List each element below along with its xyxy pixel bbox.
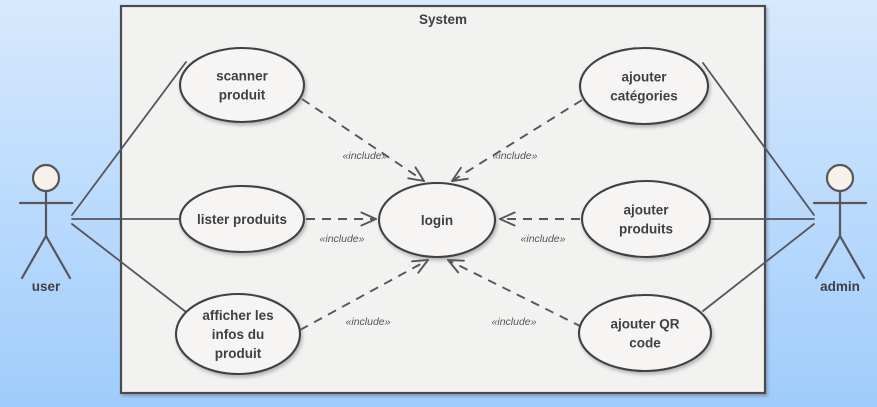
use-case-label: login [421,213,453,228]
actor-leg-left [814,234,842,280]
include-arrowhead [451,166,462,182]
include-arrowhead [451,177,469,182]
actor-head-icon [825,163,855,193]
association-line [702,223,815,312]
include-arrowhead [414,166,425,182]
include-arrowhead [417,259,429,274]
actor-leg-left [20,234,48,280]
include-arrowhead [407,177,425,182]
actor-label: admin [820,279,860,294]
association-line [71,61,187,216]
include-stereotype-label: «include» [492,316,537,328]
include-arrowhead [499,218,516,227]
use-case-label: infos du [212,327,265,342]
use-case-label: ajouter [623,203,669,218]
include-relation: «include» [447,259,583,328]
use-case-ellipse[interactable] [377,181,497,259]
actor-leg-right [838,234,866,280]
use-case-label: scanner [216,69,269,84]
use-case-ellipse[interactable] [178,184,306,254]
include-relation: «include» [299,259,429,331]
include-arrowhead [360,211,377,220]
association-line [702,62,815,216]
use-case-ajouter-qr-code[interactable]: ajouter QR code [577,293,713,373]
include-stereotype-label: «include» [346,316,391,328]
actor-label: user [32,279,61,294]
include-relation: «include» [301,98,425,182]
use-case-lister-produits[interactable]: lister produits [178,184,306,254]
actor-user[interactable]: user [18,163,74,294]
include-relation: «include» [499,211,580,245]
include-stereotype-label: «include» [493,150,538,162]
include-dashed-line [447,259,583,328]
association-line [71,223,187,313]
use-case-ajouter-categories[interactable]: ajouter catégories [578,46,710,126]
use-case-nodes: scanner produit lister produits afficher le… [174,46,713,376]
actor-nodes: user admin [18,163,868,294]
use-case-label: produit [219,88,266,103]
use-case-afficher-les-infos-du-produit[interactable]: afficher les infos du produit [174,292,302,376]
include-dashed-line [299,259,429,331]
use-case-login[interactable]: login [377,181,497,259]
use-case-label: code [629,336,661,351]
include-stereotype-label: «include» [521,233,566,245]
include-relations: «include» «include» «include» «include» «inc… [299,98,583,331]
actor-head-icon [31,163,61,193]
include-dashed-line [301,98,425,182]
use-case-label: ajouter QR [610,317,679,332]
use-case-label: catégories [610,89,678,104]
use-case-ellipse[interactable] [174,292,302,376]
include-relation: «include» [451,99,583,182]
include-stereotype-label: «include» [343,150,388,162]
use-case-ellipse[interactable] [178,46,306,124]
use-case-label: afficher les [202,308,273,323]
use-case-label: produit [215,346,262,361]
include-arrowhead [360,218,377,227]
association-lines [71,61,815,313]
include-arrowhead [447,259,460,274]
use-case-ellipse[interactable] [577,293,713,373]
use-case-scanner-produit[interactable]: scanner produit [178,46,306,124]
use-case-ellipse[interactable] [578,46,710,126]
use-case-label: ajouter [621,70,667,85]
include-relation: «include» [306,211,377,245]
include-arrowhead [411,259,429,263]
include-arrowhead [499,211,516,220]
use-case-label: lister produits [197,212,287,227]
use-case-ellipse[interactable] [580,179,712,259]
include-stereotype-label: «include» [320,233,365,245]
use-case-ajouter-produits[interactable]: ajouter produits [580,179,712,259]
actor-admin[interactable]: admin [812,163,868,294]
system-title: System [419,12,467,27]
include-arrowhead [447,259,465,262]
use-case-label: produits [619,222,673,237]
actor-leg-right [44,234,72,280]
